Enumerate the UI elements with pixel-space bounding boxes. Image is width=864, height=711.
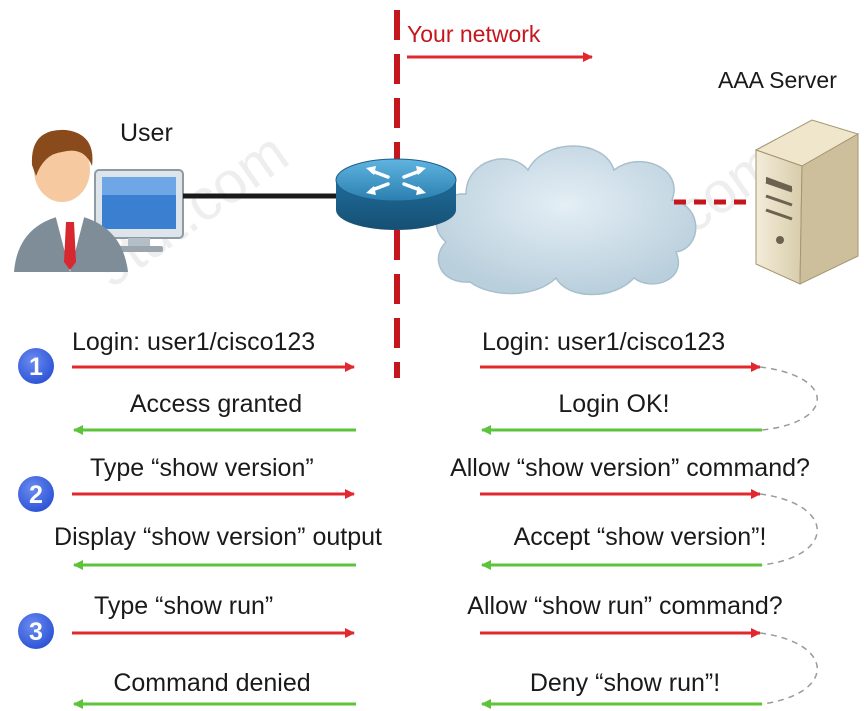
- server-request-label: Allow “show version” command?: [450, 454, 810, 482]
- server-reply-label: Deny “show run”!: [530, 669, 720, 697]
- server-reply-label: Login OK!: [558, 390, 669, 418]
- step-badge: [18, 348, 54, 384]
- server-reply-label: Accept “show version”!: [514, 523, 767, 551]
- step-badge: [18, 476, 54, 512]
- server-processing-curve: [759, 632, 818, 705]
- server-processing-curve: [759, 366, 818, 431]
- server-processing-curve: [759, 493, 818, 566]
- server-tower-icon: [754, 119, 860, 285]
- step-number: 3: [29, 618, 43, 646]
- user-label: User: [120, 119, 173, 147]
- your-network-label: Your network: [407, 21, 541, 47]
- user-request-label: Type “show version”: [90, 454, 314, 482]
- user-request-label: Login: user1/cisco123: [72, 328, 315, 356]
- step-number: 2: [29, 481, 43, 509]
- aaa-server-label: AAA Server: [718, 67, 837, 93]
- step-number: 1: [29, 353, 43, 381]
- user-reply-label: Access granted: [130, 390, 302, 418]
- user-at-computer-icon: [14, 129, 184, 272]
- step-1: 1 Login: user1/cisco123 Access granted L…: [18, 328, 818, 435]
- step-badge: [18, 613, 54, 649]
- step-3: 3 Type “show run” Command denied Allow “…: [18, 592, 818, 709]
- router-icon: [335, 158, 457, 230]
- server-request-label: Allow “show run” command?: [467, 592, 782, 620]
- user-reply-label: Command denied: [113, 669, 310, 697]
- step-2: 2 Type “show version” Display “show vers…: [18, 454, 818, 570]
- cloud-icon: [435, 145, 697, 296]
- user-reply-label: Display “show version” output: [54, 523, 382, 551]
- server-request-label: Login: user1/cisco123: [482, 328, 725, 356]
- user-request-label: Type “show run”: [94, 592, 273, 620]
